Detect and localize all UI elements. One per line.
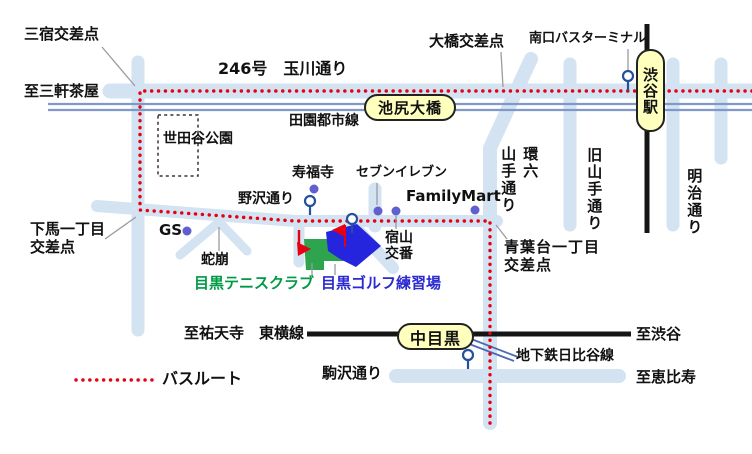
label-setagaya-park: 世田谷公園 (163, 131, 233, 147)
label-yamate-dori: 山手通り (499, 146, 518, 214)
label-bus-terminal: 南口バスターミナル (529, 31, 647, 46)
label-shimouma-line1: 下馬一丁目 (30, 220, 106, 238)
poi-dot-gs (182, 226, 192, 236)
setagaya-park-outline (157, 114, 199, 177)
label-meguro-golf-range: 目黒ゴルフ練習場 (321, 274, 442, 292)
label-komazawa-dori: 駒沢通り (322, 364, 383, 382)
poi-dot-seven-eleven (373, 206, 383, 216)
pointer-misyuku (101, 46, 136, 87)
label-to-ebisu: 至恵比寿 (636, 368, 697, 386)
road-jakuzure-branch-right (216, 219, 252, 256)
label-seven-eleven: セブンイレブン (356, 165, 448, 180)
label-family-mart: FamilyMart (406, 187, 501, 205)
label-jakuzure: 蛇崩 (201, 252, 229, 268)
label-to-sangenjaya: 至三軒茶屋 (24, 82, 100, 100)
pointer-aobadai (495, 224, 508, 240)
road-jakuzure-branch-left (175, 218, 223, 260)
bus-stop-icons (303, 69, 635, 369)
bus-stop-icon-nakameguro (461, 348, 475, 369)
pointer-ohashi (500, 51, 504, 88)
entrance-arrow-icon (297, 230, 311, 256)
label-denentoshi-line: 田園都市線 (289, 113, 359, 129)
bus-route-dotted-line (74, 89, 752, 426)
station-badge-shibuya: 渋谷駅 (636, 49, 665, 132)
poi-dots (182, 184, 480, 236)
station-badge-ikejiri-ohashi: 池尻大橋 (364, 94, 456, 121)
label-aobadai-line1: 青葉台一丁目 (504, 238, 601, 256)
label-misyuku-kosaten: 三宿交差点 (24, 25, 100, 43)
label-ohashi-kosaten: 大橋交差点 (429, 32, 505, 50)
label-hibiya-line: 地下鉄日比谷線 (516, 348, 614, 364)
pointer-lines (101, 46, 629, 275)
bus-stop-icon-nozawa (303, 194, 317, 215)
label-shimouma-line2: 交差点 (30, 238, 76, 256)
label-jufukuji: 寿福寺 (292, 165, 334, 181)
label-aobadai-line2: 交差点 (504, 256, 553, 274)
label-gs: GS (159, 221, 183, 239)
label-kanroku: 環六 (521, 146, 540, 180)
legend-bus-route-label: バスルート (162, 369, 243, 388)
bus-stop-icon-terminal (621, 69, 635, 91)
poi-dot-koban (391, 206, 401, 216)
label-to-shibuya: 至渋谷 (636, 325, 682, 343)
golf-flag-icon (332, 224, 346, 247)
label-route246: 246号 玉川通り (218, 59, 348, 78)
pointer-shimouma (104, 216, 137, 240)
golf-range-building (326, 224, 381, 267)
label-nozawa-dori: 野沢通り (238, 191, 294, 207)
label-toyoko-line: 至祐天寺 東横線 (184, 324, 305, 342)
bus-stop-icon-shukuyama (345, 212, 359, 233)
label-koban-line2: 交番 (385, 246, 413, 262)
label-kyu-yamate-dori: 旧山手通り (585, 147, 604, 232)
road-yamate-dori (483, 52, 538, 430)
poi-dot-familymart (470, 205, 480, 215)
hibiya-line-rail (463, 336, 519, 362)
station-badge-naka-meguro: 中目黒 (397, 323, 474, 350)
label-meiji-dori: 明治通り (685, 168, 704, 236)
poi-dot-jufukuji (309, 184, 319, 194)
label-meguro-tennis-club: 目黒テニスクラブ (194, 274, 315, 292)
label-koban-line1: 宿山 (385, 230, 413, 246)
